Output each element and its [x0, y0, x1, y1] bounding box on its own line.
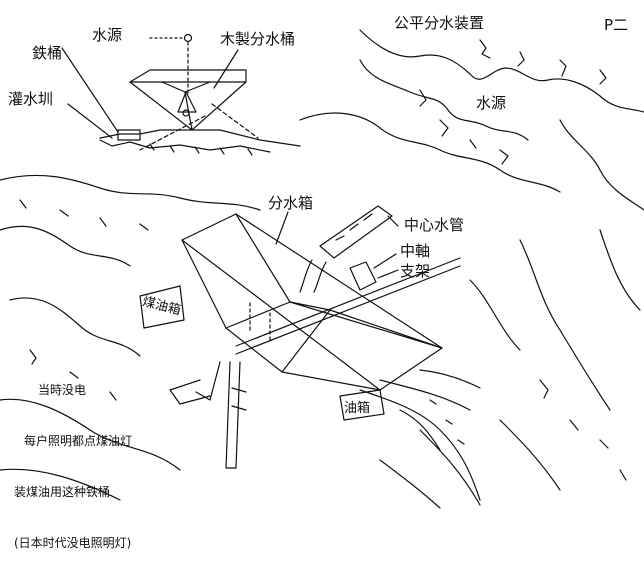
label-oil-box-bottom: 油箱	[344, 401, 371, 416]
note-line: 装煤油用这种铁桶	[14, 485, 111, 499]
label-irrigation-ditch: 灌水圳	[8, 90, 54, 108]
landscape-background	[0, 29, 644, 509]
label-dividing-box: 分水箱	[268, 194, 314, 212]
note-line: (日本时代没电照明灯)	[14, 536, 132, 550]
label-water-source-top: 水源	[92, 26, 123, 44]
label-center-axle: 中軸	[400, 242, 431, 260]
page-title: 公平分水装置	[394, 14, 485, 32]
page-mark: P二	[604, 16, 629, 34]
label-central-pipe: 中心水管	[404, 216, 465, 234]
note-line: 每户照明都点煤油灯	[24, 434, 133, 448]
note-line: 当時没电	[38, 383, 87, 397]
water-divider-sketch	[0, 29, 644, 509]
dividing-box-drawing	[139, 205, 481, 501]
note-kerosene-bucket: 当時没电 每户照明都点煤油灯 装煤油用这种铁桶 (日本时代没电照明灯)	[14, 348, 132, 569]
label-water-source-right: 水源	[476, 94, 507, 112]
label-wooden-divider: 木製分水桶	[220, 30, 296, 48]
label-support-frame: 支架	[400, 262, 431, 280]
inset-wooden-divider	[61, 33, 301, 156]
label-iron-bucket: 鉄桶	[32, 44, 63, 62]
